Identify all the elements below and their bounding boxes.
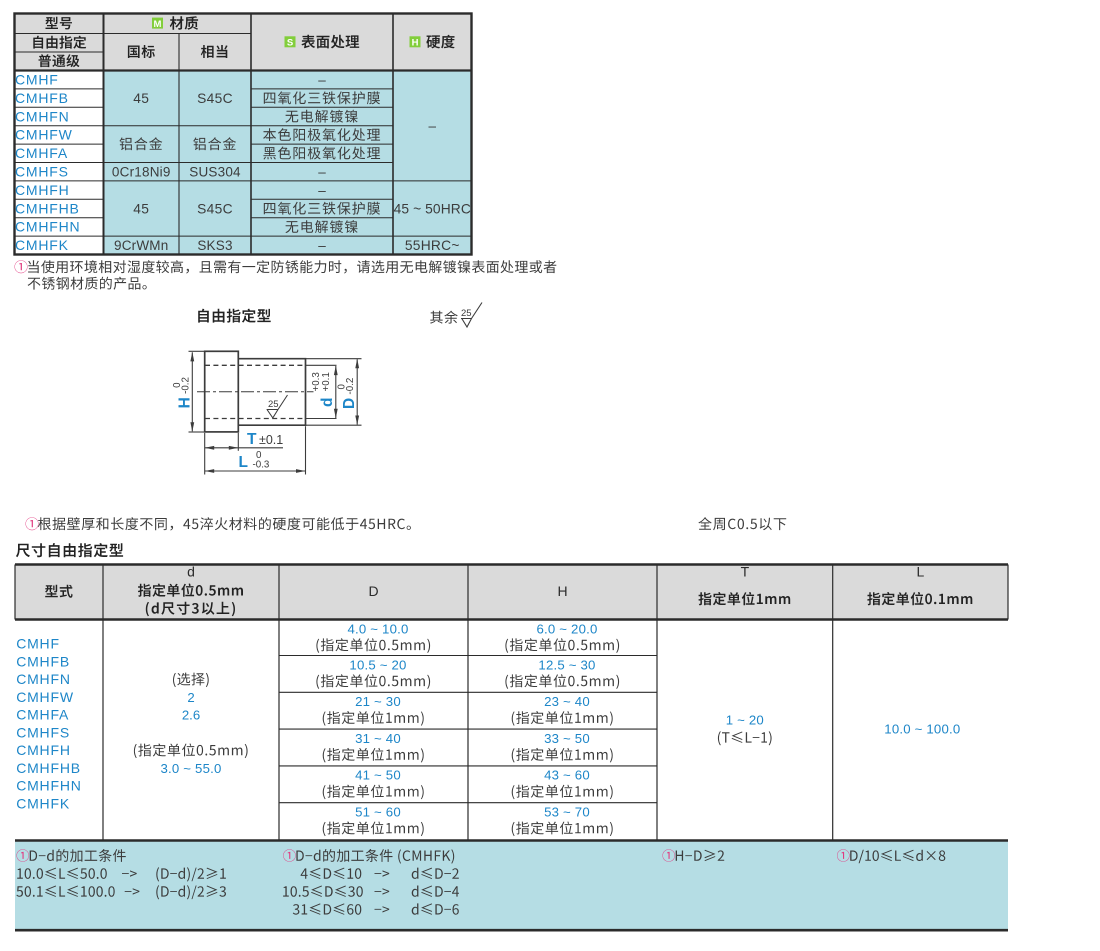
svg-text:D: D [368, 583, 378, 599]
svg-text:33 ~ 50: 33 ~ 50 [544, 731, 590, 746]
svg-text:CMHFS: CMHFS [15, 164, 69, 180]
svg-text:55HRC~: 55HRC~ [405, 238, 460, 253]
svg-text:T: T [247, 431, 257, 448]
svg-text:H: H [176, 397, 193, 408]
svg-text:CMHFW: CMHFW [16, 689, 74, 705]
svg-text:CMHFK: CMHFK [15, 237, 69, 253]
svg-text:H: H [412, 38, 419, 49]
svg-text:2.6: 2.6 [182, 708, 200, 723]
svg-text:10.0 ~ 100.0: 10.0 ~ 100.0 [884, 721, 960, 736]
svg-text:CMHFN: CMHFN [15, 108, 70, 124]
svg-text:–: – [318, 165, 326, 180]
svg-text:-0.3: -0.3 [253, 460, 270, 471]
svg-text:0: 0 [256, 450, 262, 461]
svg-text:T: T [741, 564, 750, 580]
svg-text:45: 45 [133, 201, 149, 216]
svg-text:CMHFW: CMHFW [15, 127, 73, 143]
svg-text:3.0 ~ 55.0: 3.0 ~ 55.0 [160, 761, 221, 776]
svg-text:S: S [287, 38, 293, 49]
svg-text:+0.1: +0.1 [321, 372, 332, 391]
svg-text:51 ~ 60: 51 ~ 60 [355, 805, 401, 820]
svg-text:M: M [154, 19, 162, 30]
svg-text:–: – [318, 183, 326, 198]
svg-text:25: 25 [461, 308, 472, 319]
svg-text:23 ~ 40: 23 ~ 40 [544, 694, 590, 709]
svg-text:12.5 ~ 30: 12.5 ~ 30 [538, 657, 595, 672]
svg-text:SUS304: SUS304 [189, 165, 241, 180]
svg-text:4.0 ~ 10.0: 4.0 ~ 10.0 [347, 621, 408, 636]
svg-text:CMHFK: CMHFK [16, 795, 70, 811]
svg-text:SKS3: SKS3 [197, 238, 232, 253]
svg-text:0Cr18Ni9: 0Cr18Ni9 [112, 165, 171, 180]
svg-text:CMHFHB: CMHFHB [15, 200, 80, 216]
svg-text:L: L [916, 564, 924, 580]
svg-text:41 ~ 50: 41 ~ 50 [355, 768, 401, 783]
svg-text:S45C: S45C [197, 201, 233, 216]
svg-text:21 ~ 30: 21 ~ 30 [355, 694, 401, 709]
svg-text:CMHFH: CMHFH [16, 742, 71, 758]
svg-text:CMHFA: CMHFA [15, 145, 68, 161]
svg-text:L: L [239, 454, 248, 471]
svg-text:D: D [341, 398, 358, 409]
svg-text:9CrWMn: 9CrWMn [114, 238, 168, 253]
svg-text:CMHFA: CMHFA [16, 707, 69, 723]
svg-text:H: H [557, 583, 567, 599]
svg-text:CMHFHN: CMHFHN [16, 778, 81, 794]
svg-text:CMHF: CMHF [15, 72, 59, 88]
svg-text:-0.2: -0.2 [345, 378, 356, 395]
svg-text:–: – [318, 73, 326, 88]
svg-text:CMHFB: CMHFB [15, 90, 69, 106]
svg-text:CMHF: CMHF [16, 636, 60, 652]
svg-text:-0.2: -0.2 [180, 377, 191, 394]
svg-text:CMHFHN: CMHFHN [15, 219, 80, 235]
svg-text:d: d [187, 564, 195, 580]
svg-text:S45C: S45C [197, 91, 233, 106]
svg-text:45: 45 [133, 91, 149, 106]
svg-text:25: 25 [268, 399, 279, 410]
svg-text:2: 2 [187, 690, 194, 705]
svg-text:0: 0 [337, 384, 348, 390]
svg-text:31 ~ 40: 31 ~ 40 [355, 731, 401, 746]
svg-text:CMHFHB: CMHFHB [16, 760, 81, 776]
svg-text:6.0 ~ 20.0: 6.0 ~ 20.0 [536, 621, 597, 636]
svg-text:d: d [319, 398, 336, 407]
svg-text:43 ~ 60: 43 ~ 60 [544, 768, 590, 783]
svg-text:CMHFS: CMHFS [16, 724, 70, 740]
svg-text:±0.1: ±0.1 [259, 433, 283, 447]
svg-text:CMHFH: CMHFH [15, 182, 70, 198]
svg-text:–: – [428, 119, 436, 134]
svg-text:–: – [318, 238, 326, 253]
svg-text:53 ~ 70: 53 ~ 70 [544, 805, 590, 820]
svg-text:10.5 ~ 20: 10.5 ~ 20 [349, 657, 406, 672]
svg-text:+0.3: +0.3 [311, 372, 322, 392]
svg-text:45 ~ 50HRC: 45 ~ 50HRC [394, 201, 471, 216]
svg-text:CMHFN: CMHFN [16, 671, 71, 687]
svg-text:0: 0 [172, 382, 183, 388]
svg-text:CMHFB: CMHFB [16, 653, 70, 669]
svg-text:1 ~ 20: 1 ~ 20 [726, 712, 764, 727]
